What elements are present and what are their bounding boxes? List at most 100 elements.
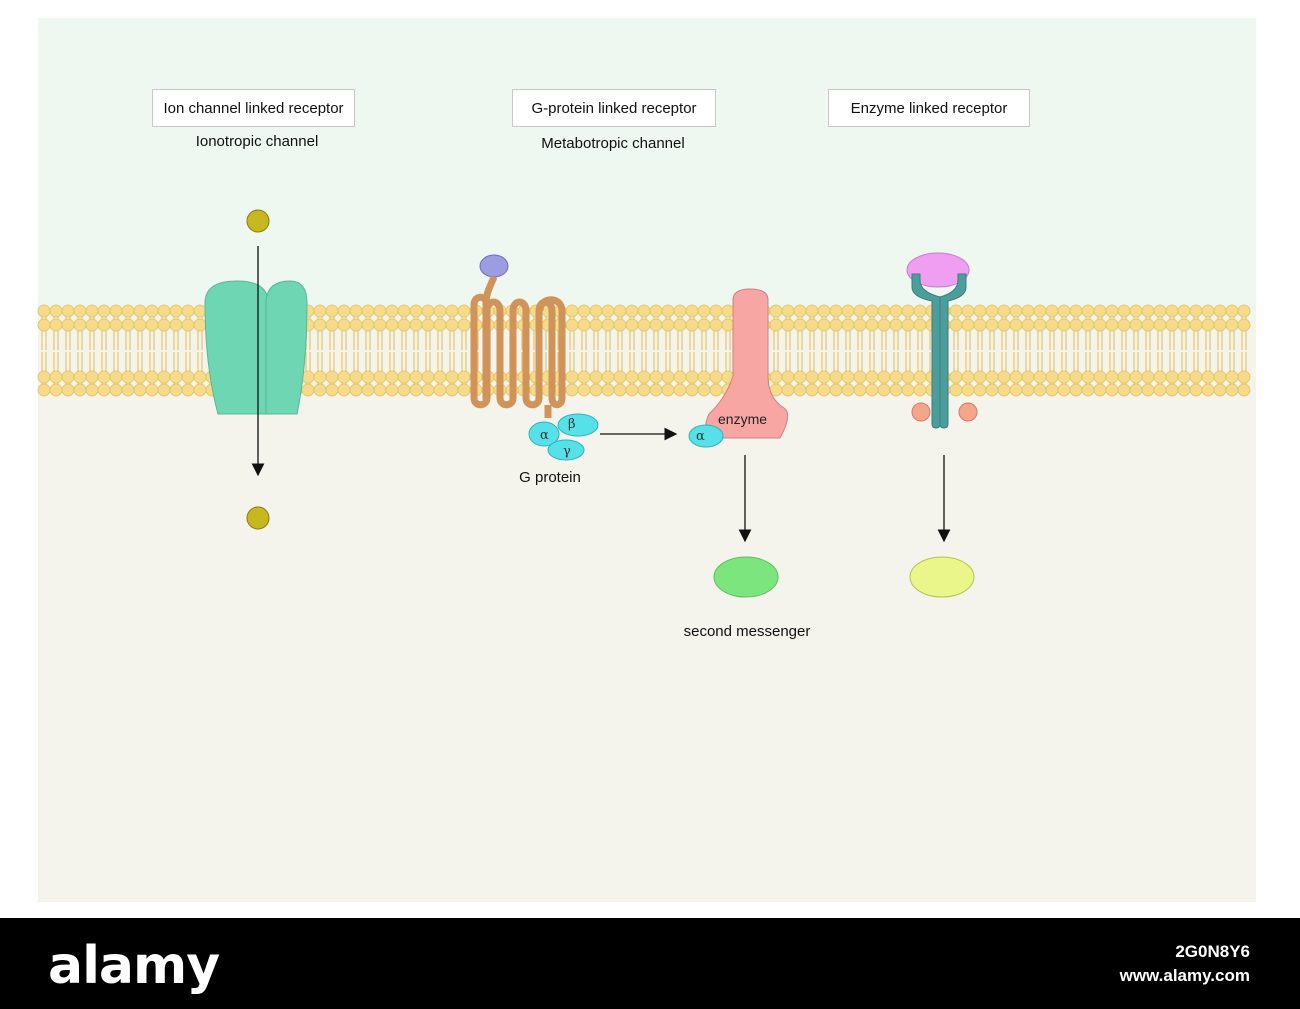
lipid-molecule bbox=[661, 304, 675, 350]
lipid-molecule bbox=[1189, 352, 1203, 397]
lipid-molecule bbox=[1033, 304, 1047, 350]
lipid-molecule bbox=[805, 352, 819, 397]
lipid-molecule bbox=[865, 352, 879, 397]
enzyme-label: enzyme bbox=[718, 411, 767, 427]
lipid-molecule bbox=[1237, 352, 1251, 397]
lipid-molecule bbox=[193, 304, 207, 350]
lipid-molecule bbox=[961, 352, 975, 397]
lipid-molecule bbox=[853, 304, 867, 350]
lipid-molecule bbox=[1009, 304, 1023, 350]
lipid-molecule bbox=[829, 304, 843, 350]
lipid-molecule bbox=[829, 352, 843, 397]
lipid-molecule bbox=[157, 352, 171, 397]
lipid-molecule bbox=[865, 304, 879, 350]
lipid-molecule bbox=[769, 352, 783, 397]
lipid-molecule bbox=[385, 304, 399, 350]
lipid-molecule bbox=[1081, 352, 1095, 397]
lipid-molecule bbox=[109, 304, 123, 350]
lipid-molecule bbox=[421, 304, 435, 350]
lipid-molecule bbox=[973, 352, 987, 397]
brand-logo: alamy bbox=[48, 936, 220, 996]
lipid-molecule bbox=[889, 304, 903, 350]
lipid-molecule bbox=[637, 352, 651, 397]
lipid-molecule bbox=[901, 304, 915, 350]
lipid-molecule bbox=[625, 352, 639, 397]
site-url: www.alamy.com bbox=[1119, 966, 1250, 985]
lipid-molecule bbox=[769, 304, 783, 350]
extracellular-region bbox=[38, 18, 1256, 318]
enzyme-linked-receptor bbox=[911, 273, 967, 429]
alpha-subunit bbox=[688, 424, 724, 448]
gamma-label: γ bbox=[563, 444, 571, 459]
lipid-molecule bbox=[697, 352, 711, 397]
lipid-molecule bbox=[445, 304, 459, 350]
g-protein-complex bbox=[528, 413, 599, 461]
lipid-molecule bbox=[697, 304, 711, 350]
lipid-molecule bbox=[1057, 304, 1071, 350]
alpha-subunit-label: α bbox=[696, 429, 705, 444]
lipid-molecule bbox=[325, 352, 339, 397]
lipid-molecule bbox=[457, 304, 471, 350]
lipid-molecule bbox=[565, 352, 579, 397]
lipid-molecule bbox=[997, 304, 1011, 350]
lipid-molecule bbox=[133, 304, 147, 350]
lipid-molecule bbox=[949, 304, 963, 350]
ion-channel-title: Ion channel linked receptor bbox=[152, 89, 355, 127]
lipid-molecule bbox=[1165, 352, 1179, 397]
lipid-molecule bbox=[913, 352, 927, 397]
lipid-molecule bbox=[73, 304, 87, 350]
lipid-molecule bbox=[601, 304, 615, 350]
lipid-molecule bbox=[193, 352, 207, 397]
lipid-molecule bbox=[973, 304, 987, 350]
lipid-molecule bbox=[409, 352, 423, 397]
lipid-molecule bbox=[577, 304, 591, 350]
lipid-molecule bbox=[373, 352, 387, 397]
alpha-label: α bbox=[540, 428, 549, 443]
enzyme-receptor-title: Enzyme linked receptor bbox=[828, 89, 1030, 127]
lipid-molecule bbox=[1177, 304, 1191, 350]
lipid-molecule bbox=[1117, 304, 1131, 350]
lipid-molecule bbox=[121, 304, 135, 350]
lipid-molecule bbox=[313, 304, 327, 350]
lipid-molecule bbox=[877, 304, 891, 350]
gpcr-title: G-protein linked receptor bbox=[512, 89, 716, 127]
lipid-molecule bbox=[169, 304, 183, 350]
footer-bar: alamy 2G0N8Y6 www.alamy.com bbox=[0, 918, 1300, 1009]
gpcr-ligand bbox=[479, 254, 509, 278]
lipid-molecule bbox=[1093, 304, 1107, 350]
lipid-molecule bbox=[901, 352, 915, 397]
lipid-molecule bbox=[1225, 352, 1239, 397]
lipid-molecule bbox=[1213, 304, 1227, 350]
lipid-molecule bbox=[1201, 304, 1215, 350]
diagram-canvas: α β γ α enzyme bbox=[37, 18, 1256, 902]
lipid-molecule bbox=[385, 352, 399, 397]
lipid-molecule bbox=[397, 352, 411, 397]
intracellular-region bbox=[38, 318, 1256, 902]
lipid-molecule bbox=[445, 352, 459, 397]
ion-channel-subtitle: Ionotropic channel bbox=[195, 133, 319, 150]
lipid-molecule bbox=[673, 304, 687, 350]
lipid-molecule bbox=[601, 352, 615, 397]
gpcr-receptor bbox=[470, 275, 566, 409]
beta-label: β bbox=[568, 417, 576, 432]
lipid-molecule bbox=[1069, 304, 1083, 350]
lipid-molecule bbox=[1189, 304, 1203, 350]
lipid-molecule bbox=[913, 304, 927, 350]
lipid-molecule bbox=[793, 352, 807, 397]
lipid-molecule bbox=[1105, 352, 1119, 397]
lipid-molecule bbox=[577, 352, 591, 397]
lipid-molecule bbox=[589, 304, 603, 350]
lipid-molecule bbox=[133, 352, 147, 397]
lipid-molecule bbox=[121, 352, 135, 397]
lipid-molecule bbox=[649, 352, 663, 397]
kinase-domain-left bbox=[911, 402, 931, 422]
kinase-domain-right bbox=[958, 402, 978, 422]
lipid-molecule bbox=[841, 352, 855, 397]
lipid-molecule bbox=[685, 304, 699, 350]
lipid-molecule bbox=[109, 352, 123, 397]
lipid-molecule bbox=[361, 304, 375, 350]
lipid-molecule bbox=[1045, 352, 1059, 397]
lipid-molecule bbox=[1021, 304, 1035, 350]
enzyme-product bbox=[909, 556, 975, 598]
lipid-molecule bbox=[373, 304, 387, 350]
